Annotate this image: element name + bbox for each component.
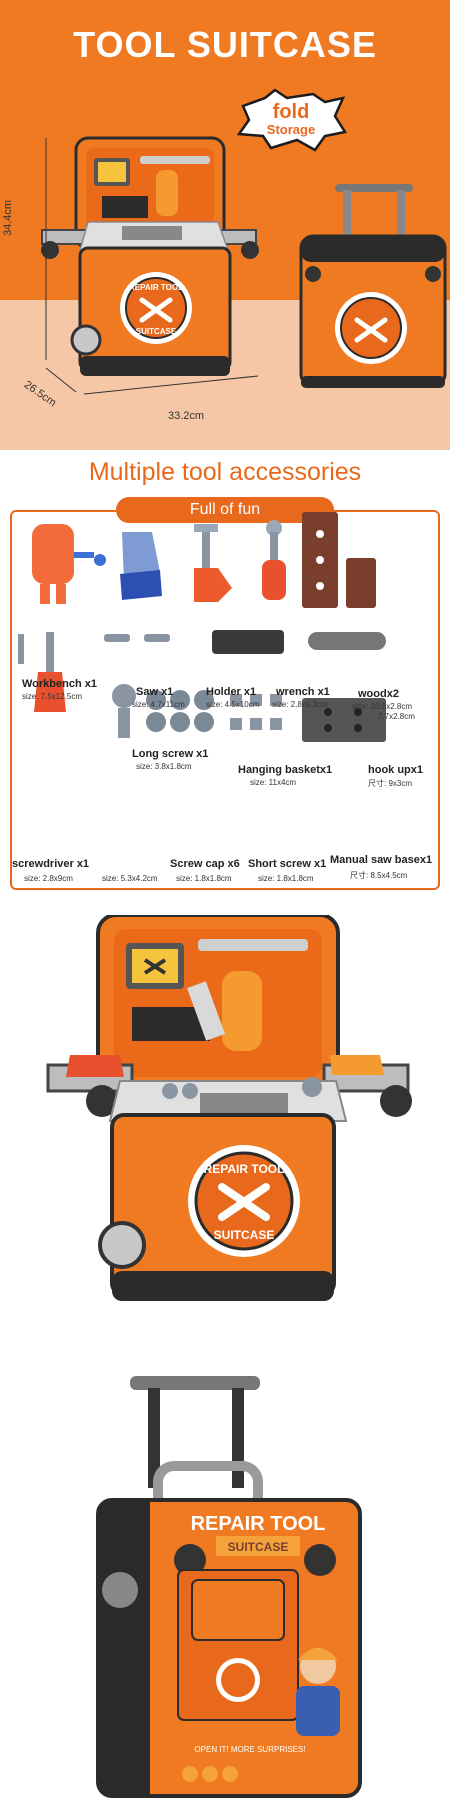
hero-logo-top: REPAIR TOOL (129, 283, 183, 292)
dimension-height: 34.4cm (2, 199, 14, 236)
short-screw-icon (230, 694, 282, 730)
item-manual-saw-base-size: 尺寸: 8.5x4.5cm (350, 871, 408, 880)
open-product-image: REPAIR TOOL SUITCASE (46, 915, 412, 1301)
item-short-screw: Short screw x1 (248, 858, 327, 870)
hook-up-icon (308, 632, 386, 650)
accessories-illustrations (18, 512, 386, 742)
open-logo-bottom: SUITCASE (214, 1228, 275, 1242)
open-suitcase-image: REPAIR TOOL SUITCASE (41, 136, 259, 395)
open-logo-top: REPAIR TOOL (204, 1162, 285, 1176)
item-saw-size: size: 4.7x11cm (132, 700, 185, 709)
box-sub-text: SUITCASE (228, 1540, 289, 1554)
item-wrench: wrench x1 (276, 686, 330, 698)
item-wood-size-2: 7.7x2.8cm (378, 712, 415, 721)
full-of-fun-pill: Full of fun (116, 497, 334, 523)
item-manual-saw-base: Manual saw basex1 (330, 854, 433, 866)
item-holder-size: size: 4.5x10cm (206, 700, 260, 709)
item-workbench-size: size: 7.5x12.5cm (22, 692, 83, 701)
holder-icon (194, 524, 232, 602)
hero-section: TOOL SUITCASE fold Storage REPAIR TOOL S… (0, 0, 450, 450)
screw-cap-icon (146, 690, 214, 732)
manual-saw-base-icon (302, 698, 386, 742)
wrench-icon (262, 520, 286, 600)
hero-logo-bottom: SUITCASE (136, 327, 177, 336)
item-workbench: Workbench x1 (22, 678, 97, 690)
closed-suitcase-image (299, 184, 447, 388)
box-tagline: OPEN IT! MORE SURPRISES! (194, 1745, 305, 1754)
dimension-width: 33.2cm (168, 410, 205, 422)
item-long-screw-size: size: 3.8x1.8cm (136, 762, 192, 771)
item-hammer-size: size: 5.3x4.2cm (102, 874, 158, 883)
saw-icon (120, 532, 162, 600)
box-packaging-image: REPAIR TOOL SUITCASE OPEN IT! MORE SURPR… (96, 1376, 362, 1798)
hero-title: TOOL SUITCASE (73, 24, 377, 65)
hanging-basket-icon (212, 630, 284, 654)
workbench-icon (32, 524, 106, 604)
item-screwdriver: screwdriver x1 (12, 858, 90, 870)
fold-storage-badge: fold Storage (236, 88, 347, 152)
item-holder: Holder x1 (206, 686, 257, 698)
item-hanging-basket: Hanging basketx1 (238, 764, 333, 776)
item-saw: Saw x1 (136, 686, 174, 698)
item-wood-size: size: 10.5x2.8cm (352, 702, 413, 711)
badge-fold-text: fold (273, 101, 310, 123)
long-screw-icon (104, 634, 170, 642)
hammer-icon (112, 684, 136, 738)
wood-icon (302, 512, 376, 608)
item-short-screw-size: size: 1.8x1.8cm (258, 874, 314, 883)
accessories-title: Multiple tool accessories (88, 458, 362, 486)
item-hook-up: hook upx1 (368, 764, 424, 776)
badge-storage-text: Storage (267, 122, 315, 137)
item-wood: woodx2 (358, 688, 399, 700)
item-screwdriver-size: size: 2.8x9cm (24, 874, 73, 883)
item-hook-up-size: 尺寸: 9x3cm (368, 779, 413, 788)
screwdriver-icon (18, 632, 66, 712)
item-screw-cap: Screw cap x6 (170, 858, 240, 870)
item-wrench-size: size: 2.8x9.3cm (272, 700, 328, 709)
item-screw-cap-size: size: 1.8x1.8cm (176, 874, 232, 883)
box-brand-text: REPAIR TOOL (191, 1513, 326, 1535)
item-hanging-basket-size: size: 11x4cm (250, 778, 297, 787)
item-long-screw: Long screw x1 (132, 748, 209, 760)
